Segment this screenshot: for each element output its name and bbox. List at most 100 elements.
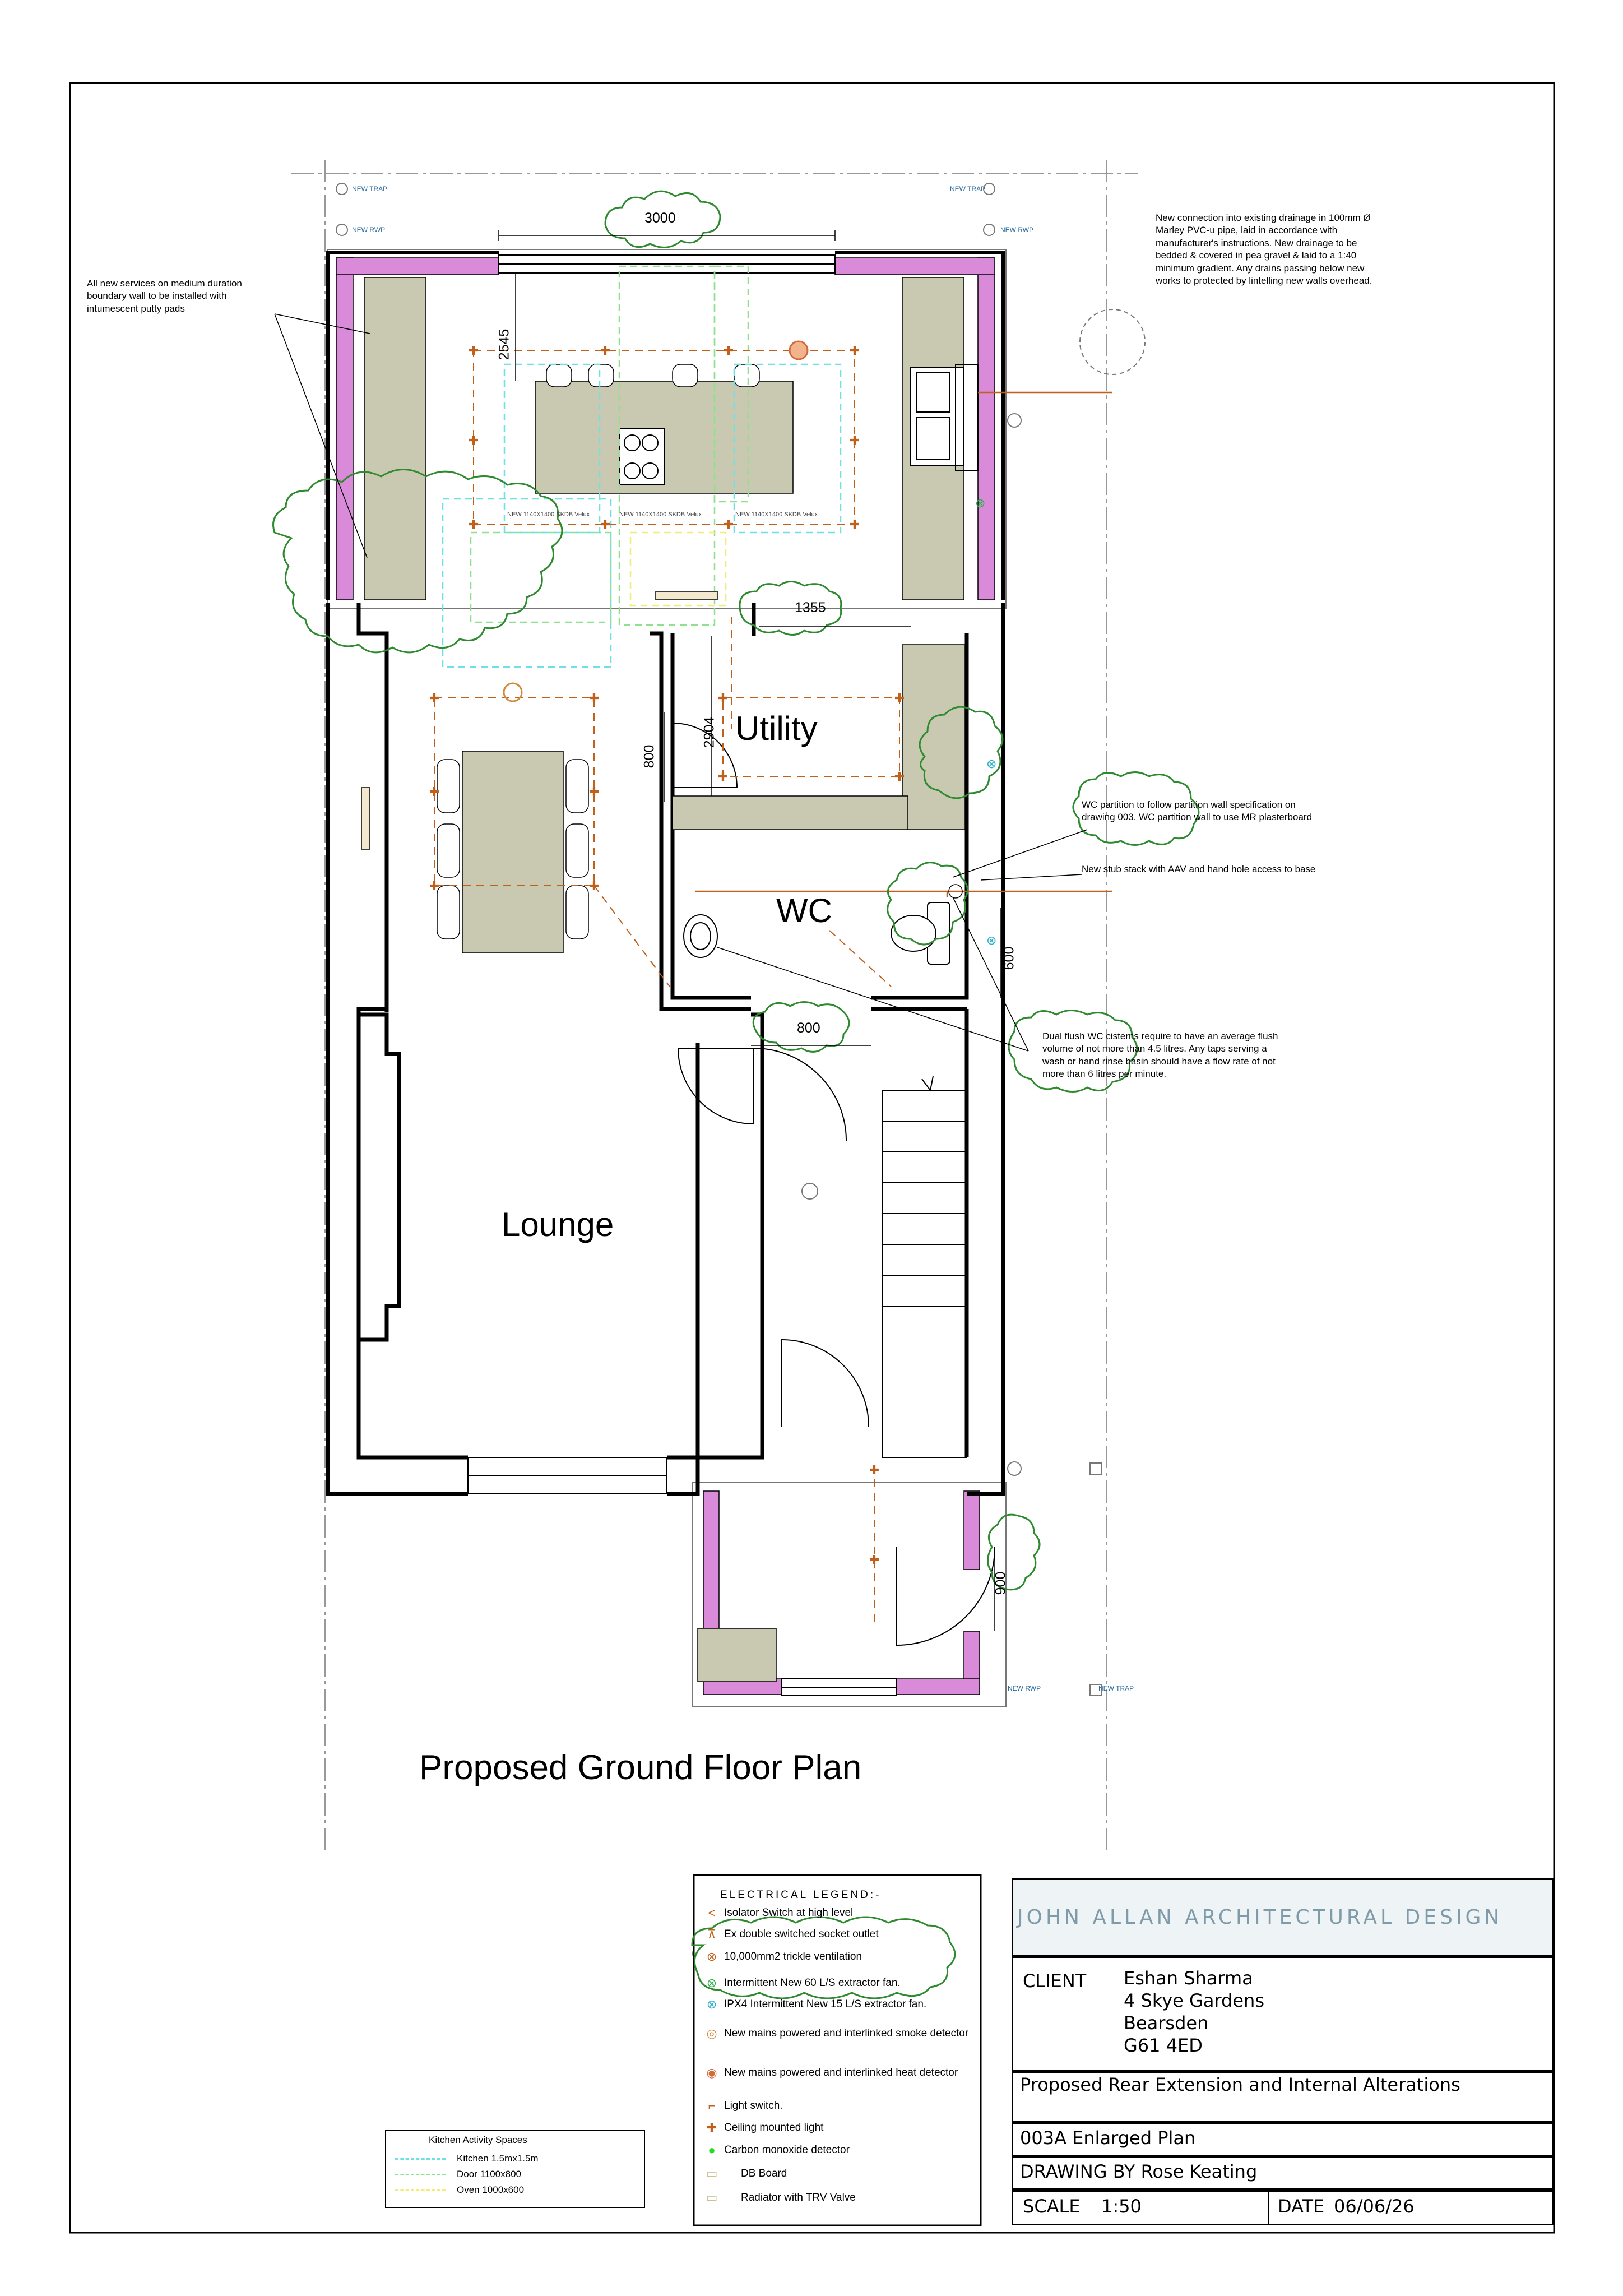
electrical-legend-item: ⌐Light switch. <box>699 2099 977 2112</box>
dimension-800-utility: 800 <box>641 744 657 769</box>
ceiling-lights: ✚✚✚✚ ✚✚ ✚✚✚✚ ✚✚ ✚✚ ✚✚ ✚✚ ✚✚ ✚✚ <box>429 344 905 1567</box>
smoke-detector-icon: ◎ <box>706 2026 717 2040</box>
svg-text:✚: ✚ <box>894 770 905 784</box>
electrical-legend-label: New mains powered and interlinked smoke … <box>724 2027 969 2039</box>
dimension-1355: 1355 <box>795 600 826 615</box>
title-block-scale <box>1012 2190 1269 2225</box>
drawing-title: 003A Enlarged Plan <box>1020 2127 1196 2149</box>
svg-text:✚: ✚ <box>724 344 734 358</box>
client-line-4: G61 4ED <box>1124 2035 1203 2056</box>
title-block-date <box>1268 2190 1554 2225</box>
note-stub-stack: New stub stack with AAV and hand hole ac… <box>1082 864 1316 874</box>
title-block-client <box>1012 1956 1554 2071</box>
svg-text:✚: ✚ <box>429 879 439 893</box>
doors <box>672 722 995 1646</box>
svg-text:✚: ✚ <box>589 691 599 705</box>
porch-window <box>781 1678 897 1696</box>
svg-text:✚: ✚ <box>469 344 479 358</box>
radiators <box>361 591 718 850</box>
electrical-legend-item: < Isolator Switch at high level <box>699 1907 977 1919</box>
kitchen-legend-box <box>385 2130 645 2208</box>
rear-window <box>498 254 836 274</box>
electrical-legend-label: Isolator Switch at high level <box>724 1907 854 1919</box>
note-dual-flush: Dual flush WC cisterns require to have a… <box>1042 1031 1278 1080</box>
boundary-lines <box>291 160 1138 1850</box>
staircase <box>882 1076 967 1458</box>
svg-text:⊗: ⊗ <box>986 757 996 771</box>
client-line-2: 4 Skye Gardens <box>1124 1990 1264 2011</box>
wc-fittings <box>683 902 950 965</box>
house-walls <box>326 603 1005 1496</box>
client-line-1: Eshan Sharma <box>1124 1968 1253 1989</box>
skylight-label-3: NEW 1140X1400 SKDB Velux <box>735 511 818 518</box>
electrical-legend-item: ⊗ 10,000mm2 trickle ventilation <box>699 1949 977 1964</box>
title-block-drawing <box>1012 2123 1554 2156</box>
isolator-switch-icon: < <box>708 1906 716 1920</box>
legend-revision-cloud <box>691 1916 956 1999</box>
svg-text:✚: ✚ <box>600 344 610 358</box>
company-name: JOHN ALLAN ARCHITECTURAL DESIGN <box>1017 1906 1503 1929</box>
electrical-legend-box <box>693 1874 982 2226</box>
svg-text:✚: ✚ <box>429 785 439 799</box>
svg-text:✚: ✚ <box>718 770 728 784</box>
room-label-wc: WC <box>776 892 832 929</box>
date-value: 06/06/26 <box>1334 2196 1415 2217</box>
trickle-vent-icon: ⊗ <box>706 1949 717 1964</box>
rwp-label-bottom: NEW RWP <box>1008 1684 1041 1692</box>
kitchen-legend-item: Oven 1000x600 <box>395 2183 524 2197</box>
electrical-legend-item: ◉New mains powered and interlinked heat … <box>699 2067 977 2079</box>
electrical-legend-label: New mains powered and interlinked heat d… <box>724 2067 958 2079</box>
kitchen-legend-label: Oven 1000x600 <box>457 2184 525 2195</box>
scale-value: 1:50 <box>1101 2196 1142 2217</box>
sheet-border <box>69 82 1555 2234</box>
extractor-fans: ⊗ ⊗ ⊗ <box>975 496 996 947</box>
radiator-icon: ▭ <box>706 2190 718 2205</box>
kitchen-sink <box>910 364 979 471</box>
kitchen-legend-title: Kitchen Activity Spaces <box>429 2135 527 2145</box>
svg-text:✚: ✚ <box>869 1463 879 1477</box>
kitchen-legend-swatch <box>395 2158 446 2160</box>
electrical-legend-item: ⊗IPX4 Intermittent New 15 L/S extractor … <box>699 1998 977 2011</box>
electrical-legend-label: Ex double switched socket outlet <box>724 1928 879 1940</box>
electrical-legend-items: < Isolator Switch at high level ⊼ Ex double… <box>699 1900 977 2220</box>
title-block-project <box>1012 2071 1554 2123</box>
electrical-legend-label: Ceiling mounted light <box>724 2121 824 2133</box>
drainage <box>695 391 1112 899</box>
kitchen-legend-swatch <box>395 2174 446 2176</box>
dimension-800-door: 800 <box>797 1020 820 1036</box>
title-block-drawn-by <box>1012 2156 1554 2190</box>
date-label: DATE <box>1278 2196 1325 2217</box>
co-detector-icon: ● <box>708 2142 716 2157</box>
svg-text:✚: ✚ <box>469 517 479 531</box>
electrical-legend-label: Intermittent New 60 L/S extractor fan. <box>724 1977 901 1989</box>
trap-label-bottom: NEW TRAP <box>1098 1684 1134 1692</box>
leader-lines <box>274 313 1088 1052</box>
title-block-company <box>1012 1878 1554 1956</box>
kitchen-legend-label: Kitchen 1.5mx1.5m <box>457 2153 539 2164</box>
svg-text:✚: ✚ <box>589 785 599 799</box>
svg-text:✚: ✚ <box>589 879 599 893</box>
svg-text:✚: ✚ <box>850 517 860 531</box>
dimension-2545: 2545 <box>496 328 512 360</box>
hob <box>619 428 665 485</box>
dimension-900: 900 <box>993 1571 1009 1595</box>
skylight-label-1: NEW 1140X1400 SKDB Velux <box>507 511 590 518</box>
room-label-utility: Utility <box>735 710 818 747</box>
rwp-label-right: NEW RWP <box>1000 226 1034 234</box>
svg-text:✚: ✚ <box>869 1553 879 1567</box>
svg-text:✚: ✚ <box>894 691 905 705</box>
electrical-legend-label: Carbon monoxide detector <box>724 2144 850 2156</box>
project-description: Proposed Rear Extension and Internal Alt… <box>1020 2074 1460 2095</box>
svg-text:⊗: ⊗ <box>986 933 996 947</box>
svg-text:✚: ✚ <box>718 691 728 705</box>
stools <box>437 364 760 939</box>
db-board-icon: ▭ <box>706 2167 718 2181</box>
client-label: CLIENT <box>1023 1970 1087 1992</box>
client-line-3: Bearsden <box>1124 2012 1209 2034</box>
electrical-wiring <box>434 350 900 1626</box>
electrical-legend-label: 10,000mm2 trickle ventilation <box>724 1950 862 1962</box>
electrical-legend-item: ⊗Intermittent New 60 L/S extractor fan. <box>699 1977 977 1989</box>
socket-outlet-icon: ⊼ <box>707 1927 717 1941</box>
electrical-legend-item: ✚Ceiling mounted light <box>699 2121 977 2134</box>
